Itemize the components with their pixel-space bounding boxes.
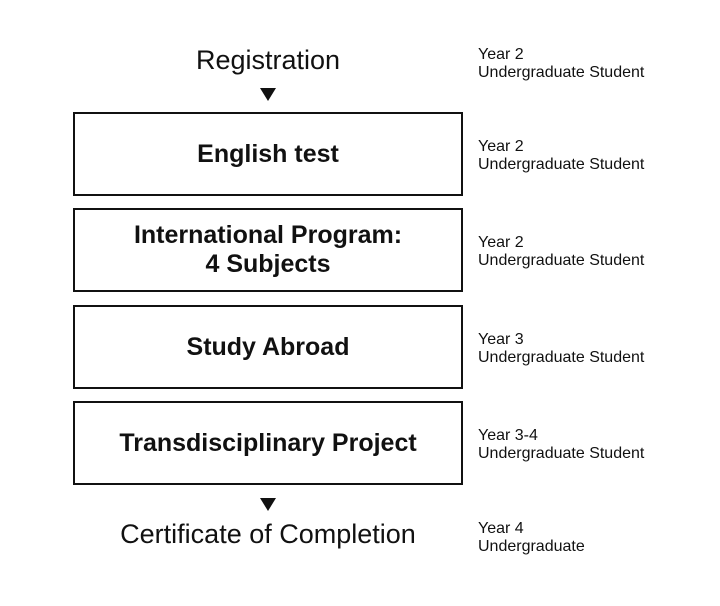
step-label: Transdisciplinary Project — [119, 428, 417, 457]
certificate-step: Certificate of Completion — [120, 519, 416, 549]
note-registration: Year 2 Undergraduate Student — [478, 46, 644, 82]
note-year: Year 2 — [478, 46, 524, 63]
step-label: English test — [197, 139, 339, 168]
note-year: Year 2 — [478, 234, 524, 251]
arrow-down-icon — [260, 88, 276, 101]
note-year: Year 3-4 — [478, 427, 538, 444]
note-year: Year 2 — [478, 138, 524, 155]
step-box-international-program: International Program: 4 Subjects — [73, 208, 463, 292]
note-level: Undergraduate Student — [478, 349, 645, 366]
note-study-abroad: Year 3 Undergraduate Student — [478, 331, 644, 367]
note-level: Undergraduate — [478, 538, 585, 555]
step-box-transdisciplinary-project: Transdisciplinary Project — [73, 401, 463, 485]
registration-step: Registration — [195, 45, 341, 75]
step-label: International Program: 4 Subjects — [133, 221, 403, 278]
note-english-test: Year 2 Undergraduate Student — [478, 138, 644, 174]
arrow-down-icon — [260, 498, 276, 511]
note-year: Year 3 — [478, 331, 524, 348]
step-box-study-abroad: Study Abroad — [73, 305, 463, 389]
step-box-english-test: English test — [73, 112, 463, 196]
note-international-program: Year 2 Undergraduate Student — [478, 234, 644, 270]
note-transdisciplinary-project: Year 3-4 Undergraduate Student — [478, 427, 644, 463]
note-level: Undergraduate Student — [478, 252, 645, 269]
note-level: Undergraduate Student — [478, 64, 645, 81]
note-level: Undergraduate Student — [478, 156, 645, 173]
note-year: Year 4 — [478, 520, 524, 537]
note-certificate: Year 4 Undergraduate — [478, 520, 585, 556]
note-level: Undergraduate Student — [478, 445, 645, 462]
step-label: Study Abroad — [186, 332, 350, 361]
